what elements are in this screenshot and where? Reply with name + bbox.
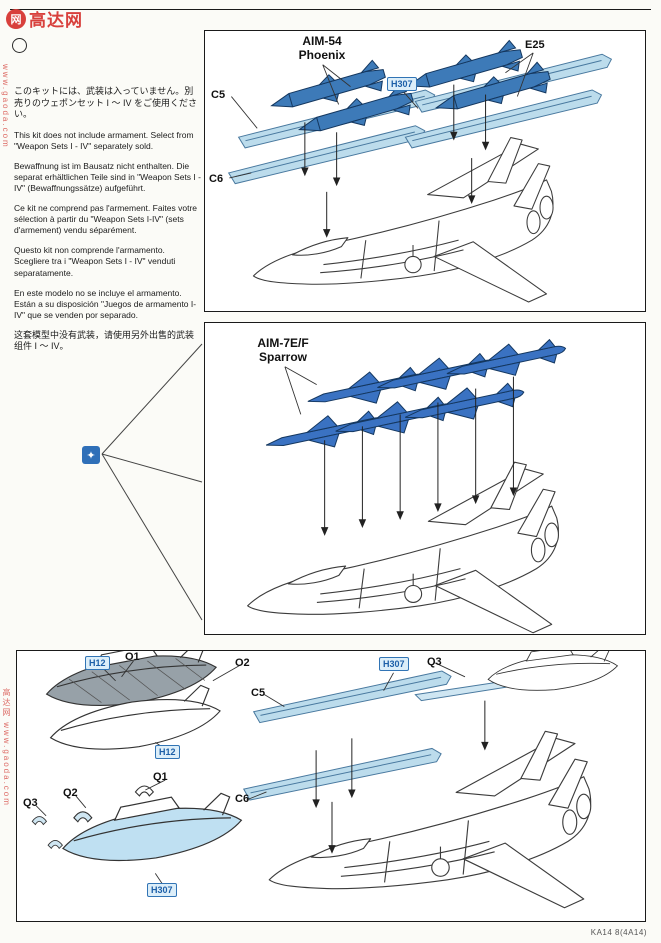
watermark-logo-text: 高达网 bbox=[29, 11, 83, 30]
part-code-box-h12: H12 bbox=[85, 656, 110, 670]
note-italian: Questo kit non comprende l'armamento. Sc… bbox=[14, 245, 176, 278]
part-label-q1: Q1 bbox=[153, 771, 168, 783]
part-label-o2: O2 bbox=[235, 657, 250, 669]
registration-circle bbox=[12, 38, 27, 53]
part-code-box-h307: H307 bbox=[379, 657, 409, 671]
missile-title-line2: Phoenix bbox=[298, 47, 346, 62]
clip-part-q3 bbox=[31, 816, 47, 825]
missile-title-line1: AIM-54 bbox=[302, 34, 342, 48]
note-french: Ce kit ne comprend pas l'armement. Faite… bbox=[14, 203, 198, 236]
phoenix-assembly-art bbox=[227, 37, 614, 303]
watermark-logo: 网 高达网 bbox=[6, 6, 83, 31]
note-german: Bewaffnung ist im Bausatz nicht enthalte… bbox=[14, 161, 201, 194]
missile-title-line2: Sparrow bbox=[258, 349, 307, 364]
sparrow-missile bbox=[331, 389, 459, 448]
panel-sparrow: AIM-7E/F Sparrow bbox=[204, 322, 646, 635]
weapon-set-marker-icon: ✦ bbox=[82, 446, 100, 464]
label-leader-lines bbox=[229, 52, 534, 179]
top-border-rule bbox=[10, 9, 651, 10]
sparrow-missile bbox=[304, 360, 431, 418]
part-label-c6: C6 bbox=[235, 793, 250, 805]
part-label-e25: E25 bbox=[525, 39, 545, 51]
note-spanish: En este modelo no se incluye el armament… bbox=[14, 287, 197, 320]
assembly-arrows bbox=[320, 376, 518, 536]
missile-title-line1: AIM-7E/F bbox=[257, 336, 309, 350]
tanks-assembly-art bbox=[31, 651, 620, 909]
marker-leader-lines bbox=[101, 343, 203, 621]
drop-tank-blue bbox=[57, 790, 246, 873]
clip-part-q2 bbox=[73, 811, 93, 823]
footer-part-code: KA14 8(4A14) bbox=[590, 928, 647, 937]
sparrow-missile bbox=[443, 332, 570, 390]
assembly-arrows bbox=[301, 84, 490, 238]
clip-part-q3 bbox=[47, 839, 63, 849]
red-seal-icon: 网 bbox=[6, 8, 26, 29]
part-label-q2: Q2 bbox=[63, 787, 78, 799]
watermark-side-top: www.gaoda.com bbox=[1, 64, 10, 149]
sparrow-assembly-art bbox=[247, 332, 570, 634]
part-label-c5: C5 bbox=[211, 89, 226, 101]
part-label-c6: C6 bbox=[209, 173, 224, 185]
missile-title-phoenix: AIM-54 Phoenix bbox=[267, 34, 377, 63]
part-code-box-h12: H12 bbox=[155, 745, 180, 759]
watermark-side-bottom: 高达网 www.gaoda.com bbox=[2, 688, 11, 807]
part-label-q3: Q3 bbox=[427, 656, 442, 668]
note-english: This kit does not include armament. Sele… bbox=[14, 130, 194, 152]
panel-tanks: H12 O1 O2 H307 Q3 C5 H12 Q1 C6 Q2 Q3 H30… bbox=[16, 650, 646, 922]
sparrow-missile bbox=[262, 403, 389, 462]
part-label-o1: O1 bbox=[125, 651, 140, 663]
part-label-q3: Q3 bbox=[23, 797, 38, 809]
drop-tank-white-right bbox=[485, 651, 620, 697]
note-japanese: このキットには、武装は入っていません。別売りのウェポンセット I ～ IV をご… bbox=[14, 86, 198, 120]
sparrow-missile bbox=[373, 346, 500, 404]
note-chinese: 这套模型中没有武装，请使用另外出售的武装组件 I ～ IV。 bbox=[14, 329, 195, 352]
multilingual-notes: このキットには、武装は入っていません。別売りのウェポンセット I ～ IV をご… bbox=[14, 86, 202, 362]
part-label-c5: C5 bbox=[251, 687, 266, 699]
label-leader-lines bbox=[284, 366, 317, 415]
drop-tank-dark bbox=[41, 651, 221, 718]
part-code-box-h307: H307 bbox=[147, 883, 177, 897]
assembly-arrows bbox=[312, 700, 489, 854]
pallet-rail bbox=[242, 746, 444, 802]
sparrow-missile bbox=[401, 376, 528, 434]
panel-phoenix: AIM-54 Phoenix E25 H307 C5 C6 bbox=[204, 30, 646, 312]
missile-title-sparrow: AIM-7E/F Sparrow bbox=[233, 336, 333, 365]
part-code-box-h307: H307 bbox=[387, 77, 417, 91]
